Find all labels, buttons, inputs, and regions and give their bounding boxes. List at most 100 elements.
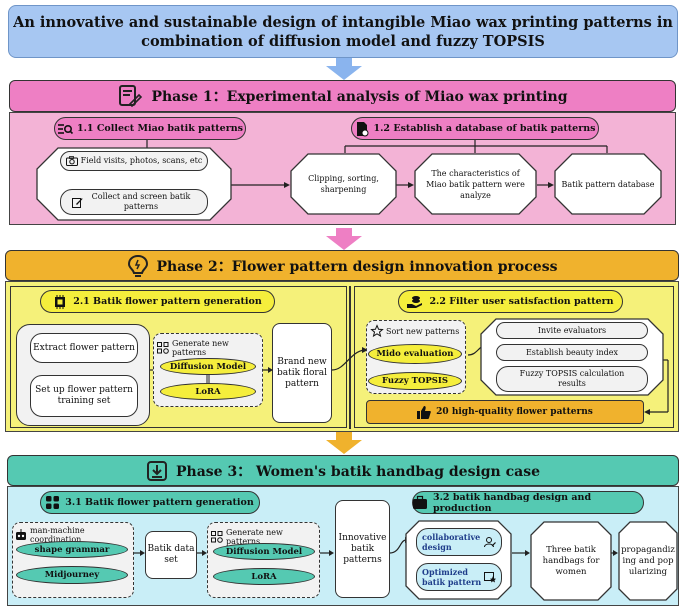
clipping-node: Clipping, sorting, sharpening	[298, 158, 389, 210]
hq-label: 20 high-quality flower patterns	[436, 406, 593, 417]
lora3-label: LoRA	[251, 571, 277, 582]
dataset-label: Batik data set	[147, 544, 195, 565]
grid-gear-icon	[211, 531, 223, 543]
section-1-2: 1.2 Establish a database of batik patter…	[351, 117, 599, 140]
phase2-title: Phase 2：Flower pattern design innovation…	[156, 258, 558, 275]
phase1-header: Phase 1：Experimental analysis of Miao wa…	[9, 80, 676, 112]
mmc-label: man-machine coordination	[30, 526, 85, 544]
section-3-1-label: 3.1 Batik flower pattern generation	[65, 497, 254, 508]
hq-box: 20 high-quality flower patterns	[366, 400, 644, 424]
three-node: Three batik handbags for women	[537, 530, 605, 592]
clipping-octagon	[290, 153, 397, 215]
database-label: Batik pattern database	[561, 179, 655, 189]
section-2-2: 2.2 Filter user satisfaction pattern	[398, 290, 623, 313]
edit-icon	[72, 197, 83, 208]
section-2-2-label: 2.2 Filter user satisfaction pattern	[429, 296, 614, 307]
three-label: Three batik handbags for women	[542, 544, 600, 577]
diffusion-ellipse: Diffusion Model	[160, 358, 256, 375]
robot-icon	[16, 529, 26, 540]
field-visits-label: Field visits, photos, scans, etc	[80, 156, 203, 165]
generate-label: Generate new patterns	[172, 339, 229, 357]
main-title: An innovative and sustainable design of …	[8, 5, 678, 58]
extract-box: Extract flower pattern	[30, 333, 138, 363]
trainset-label: Set up flower pattern training set	[35, 385, 133, 406]
collect-screen-box: Collect and screen batik patterns	[60, 189, 208, 215]
title-line-1: An innovative and sustainable design of …	[13, 13, 673, 31]
brand-new-label: Brand new batik floral pattern	[277, 356, 327, 389]
field-visits-box: Field visits, photos, scans, etc	[60, 151, 208, 171]
brand-new-box: Brand new batik floral pattern	[272, 323, 332, 423]
document-edit-icon	[119, 85, 143, 108]
calc-label: Fuzzy TOPSIS calculation results	[519, 369, 625, 388]
user-edit-icon	[484, 537, 496, 548]
mmc-group	[12, 522, 134, 598]
chip-icon	[55, 294, 66, 309]
phase1-title: Phase 1：Experimental analysis of Miao wa…	[151, 89, 568, 105]
image-star-icon	[484, 572, 496, 583]
calc-box: Fuzzy TOPSIS calculation results	[496, 366, 648, 392]
diffusion-label: Diffusion Model	[169, 361, 247, 372]
diffusion3-ellipse: Diffusion Model	[213, 543, 315, 560]
beauty-box: Establish beauty index	[496, 344, 648, 361]
database-node: Batik pattern database	[560, 158, 656, 210]
lora-ellipse: LoRA	[160, 383, 256, 400]
coins-hand-icon	[407, 296, 423, 308]
mido-label: Mido evaluation	[376, 349, 454, 359]
sort-title: Sort new patterns	[370, 324, 459, 338]
collab-label: collaborative design	[422, 532, 481, 552]
section-2-1: 2.1 Batik flower pattern generation	[40, 290, 275, 313]
generate-title: Generate new patterns	[157, 339, 261, 357]
section-2-1-label: 2.1 Batik flower pattern generation	[73, 296, 262, 307]
briefcase-icon	[413, 495, 427, 509]
apps-grid-icon	[46, 496, 60, 509]
fuzzy-ellipse: Fuzzy TOPSIS	[368, 372, 462, 390]
clipping-label: Clipping, sorting, sharpening	[308, 174, 379, 194]
extract-label: Extract flower pattern	[33, 342, 135, 353]
camera-icon	[65, 156, 78, 166]
shape-grammar-label: shape grammar	[34, 544, 110, 555]
generate3-title: Generate new patterns	[211, 528, 319, 546]
search-list-icon	[58, 123, 74, 134]
phase2-header: Phase 2：Flower pattern design innovation…	[5, 250, 679, 281]
database-file-icon	[356, 121, 368, 136]
lora-label: LoRA	[195, 386, 221, 397]
lora3-ellipse: LoRA	[213, 568, 315, 585]
mmc-title: man-machine coordination	[15, 526, 135, 544]
diffusion3-label: Diffusion Model	[225, 546, 303, 557]
download-box-icon	[147, 460, 167, 481]
invite-label: Invite evaluators	[537, 325, 607, 335]
phase2-divider	[349, 286, 351, 429]
star-icon	[370, 324, 384, 338]
three-octagon	[530, 521, 612, 601]
section-1-1-label: 1.1 Collect Miao batik patterns	[77, 123, 243, 134]
generate3-group	[207, 522, 320, 598]
phase3-title: Phase 3： Women's batik handbag design ca…	[176, 463, 540, 480]
prop-label: propagandizing and popularizing	[621, 544, 675, 577]
trainset-box: Set up flower pattern training set	[30, 375, 138, 417]
optim-label: Optimized batik pattern	[422, 567, 482, 587]
arrow-title-phase1	[326, 58, 362, 80]
innovative-box: Innovative batik patterns	[335, 500, 390, 598]
prop-octagon	[618, 521, 678, 601]
title-line-2: combination of diffusion model and fuzzy…	[141, 32, 545, 50]
characteristics-node: The characteristics of Miao batik patter…	[420, 158, 531, 210]
collect-screen-label: Collect and screen batik patterns	[91, 192, 191, 211]
beauty-label: Establish beauty index	[525, 347, 619, 357]
phase3-header: Phase 3： Women's batik handbag design ca…	[7, 455, 679, 486]
generate3-label: Generate new patterns	[226, 528, 283, 546]
section-3-2-label: 3.2 batik handbag design and production	[433, 491, 592, 514]
characteristics-octagon	[414, 153, 537, 215]
innovative-label: Innovative batik patterns	[338, 532, 387, 565]
database-octagon	[554, 153, 662, 215]
section-1-1: 1.1 Collect Miao batik patterns	[54, 117, 246, 140]
midjourney-label: Midjourney	[44, 570, 100, 580]
prop-node: propagandizing and popularizing	[621, 530, 675, 592]
fuzzy-label: Fuzzy TOPSIS	[382, 376, 448, 386]
section-1-2-label: 1.2 Establish a database of batik patter…	[373, 123, 596, 134]
thumbs-up-icon	[417, 405, 432, 419]
collab-box: collaborative design	[416, 528, 502, 556]
mido-ellipse: Mido evaluation	[368, 344, 462, 364]
grid-gear-icon	[157, 342, 169, 354]
section-3-1: 3.1 Batik flower pattern generation	[40, 491, 260, 514]
lightbulb-icon	[127, 254, 148, 277]
